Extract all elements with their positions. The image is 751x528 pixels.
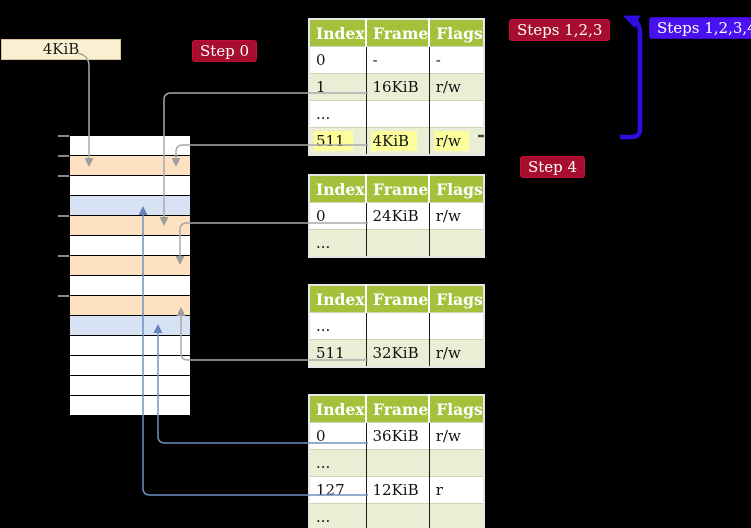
col-header-flags: Flags bbox=[428, 285, 484, 313]
step-4-badge: Step 4 bbox=[520, 156, 586, 178]
table-row: ... bbox=[309, 312, 484, 340]
col-header-index: Index bbox=[309, 285, 366, 313]
table-row: 511 32KiB r/w bbox=[309, 339, 484, 367]
table-row: 0 36KiB r/w bbox=[309, 422, 484, 450]
col-header-frame: Frame bbox=[364, 19, 430, 47]
step-0-badge: Step 0 bbox=[192, 40, 258, 62]
memory-row-peach bbox=[70, 216, 190, 236]
arrow-steps-loop bbox=[620, 15, 643, 140]
page-table-4: Index Frame Flags 0 36KiB r/w ... 127 12… bbox=[308, 394, 485, 528]
memory-row-white bbox=[70, 136, 190, 156]
col-header-frame: Frame bbox=[364, 175, 430, 203]
memory-row-white bbox=[70, 276, 190, 296]
memory-row-white bbox=[70, 376, 190, 396]
table-row: 0 - - bbox=[309, 46, 484, 74]
table-row: 127 12KiB r bbox=[309, 476, 484, 504]
steps-123-badge: Steps 1,2,3 bbox=[509, 19, 611, 41]
table-row: 1 16KiB r/w bbox=[309, 73, 484, 101]
memory-row-peach bbox=[70, 296, 190, 316]
col-header-frame: Frame bbox=[364, 395, 430, 423]
memory-row-white bbox=[70, 176, 190, 196]
col-header-flags: Flags bbox=[428, 395, 484, 423]
col-header-frame: Frame bbox=[364, 285, 430, 313]
page-table-2: Index Frame Flags 0 24KiB r/w ... bbox=[308, 174, 485, 258]
col-header-index: Index bbox=[309, 395, 366, 423]
page-table-3: Index Frame Flags ... 511 32KiB r/w bbox=[308, 284, 485, 368]
memory-row-white bbox=[70, 356, 190, 376]
table-row: ... bbox=[309, 100, 484, 128]
memory-row-peach bbox=[70, 156, 190, 176]
memory-row-white bbox=[70, 336, 190, 356]
col-header-flags: Flags bbox=[428, 175, 484, 203]
memory-row-white bbox=[70, 396, 190, 416]
table-row-highlighted: 511 4KiB r/w bbox=[309, 127, 484, 155]
table-row: ... bbox=[309, 229, 484, 257]
memory-row-peach bbox=[70, 256, 190, 276]
memory-row-blue bbox=[70, 316, 190, 336]
memory-row-blue bbox=[70, 196, 190, 216]
table-row: ... bbox=[309, 503, 484, 528]
steps-1234-badge: Steps 1,2,3,4 bbox=[649, 17, 751, 39]
col-header-flags: Flags bbox=[428, 19, 484, 47]
col-header-index: Index bbox=[309, 175, 366, 203]
page-table-1: Index Frame Flags 0 - - 1 16KiB r/w ... … bbox=[308, 18, 485, 156]
table-row: 0 24KiB r/w bbox=[309, 202, 484, 230]
memory-row-white bbox=[70, 236, 190, 256]
address-ticks bbox=[58, 135, 69, 297]
memory-strip bbox=[70, 135, 190, 416]
col-header-index: Index bbox=[309, 19, 366, 47]
table-row: ... bbox=[309, 449, 484, 477]
page-size-label: 4KiB bbox=[1, 39, 121, 60]
